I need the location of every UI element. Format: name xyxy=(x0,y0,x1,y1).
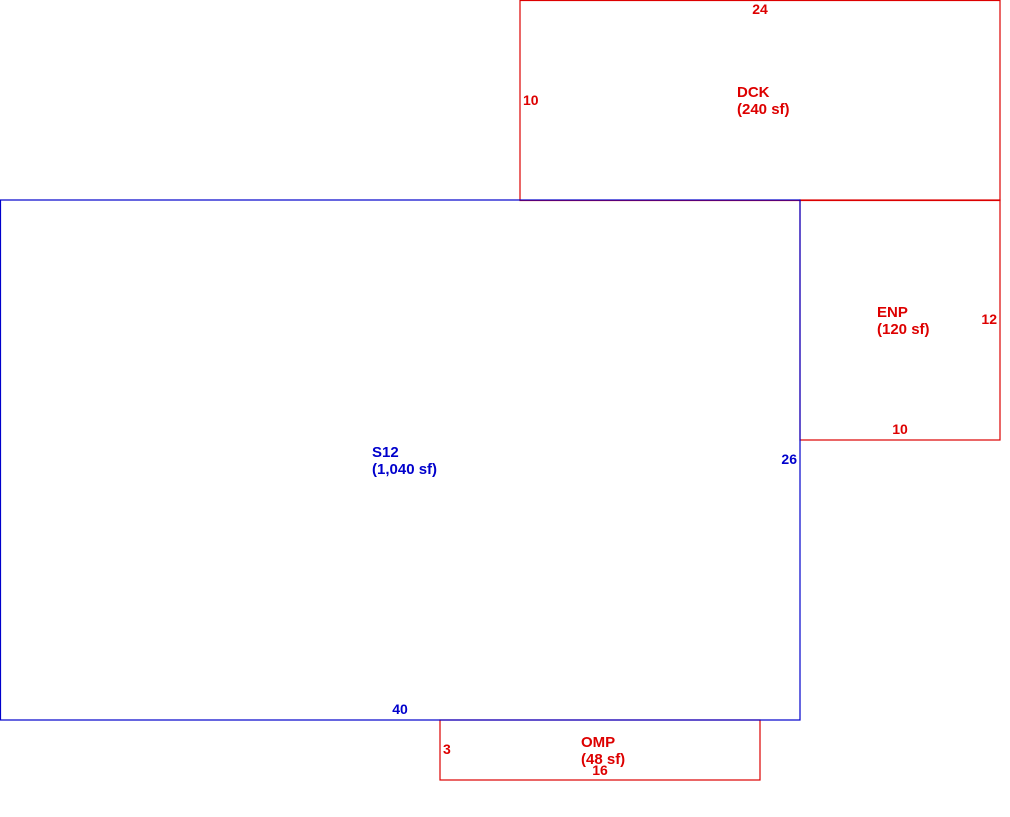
enp-code-label: ENP xyxy=(877,304,908,321)
dck-code-label: DCK xyxy=(737,84,770,101)
s12-outline xyxy=(0,199,801,721)
dck-depth-dimension: 10 xyxy=(523,92,539,108)
enp-depth-dimension: 12 xyxy=(981,311,997,327)
s12-code-label: S12 xyxy=(372,444,399,461)
s12-width-dimension: 40 xyxy=(392,701,408,717)
s12-depth-dimension: 26 xyxy=(781,451,797,467)
omp-code-label: OMP xyxy=(581,734,615,751)
omp-area-label: (48 sf) xyxy=(581,751,625,768)
area-omp: OMP (48 sf) 16 3 xyxy=(439,719,761,781)
area-enp: ENP (120 sf) 10 12 xyxy=(799,199,1001,441)
area-s12: S12 (1,040 sf) 40 26 xyxy=(0,199,801,721)
enp-width-dimension: 10 xyxy=(892,421,908,437)
omp-depth-dimension: 3 xyxy=(443,741,451,757)
dck-width-dimension: 24 xyxy=(752,1,768,17)
dck-area-label: (240 sf) xyxy=(737,101,790,118)
enp-area-label: (120 sf) xyxy=(877,321,930,338)
omp-width-dimension: 16 xyxy=(592,762,608,778)
area-dck: DCK (240 sf) 24 10 xyxy=(519,0,1001,202)
s12-area-label: (1,040 sf) xyxy=(372,461,437,478)
